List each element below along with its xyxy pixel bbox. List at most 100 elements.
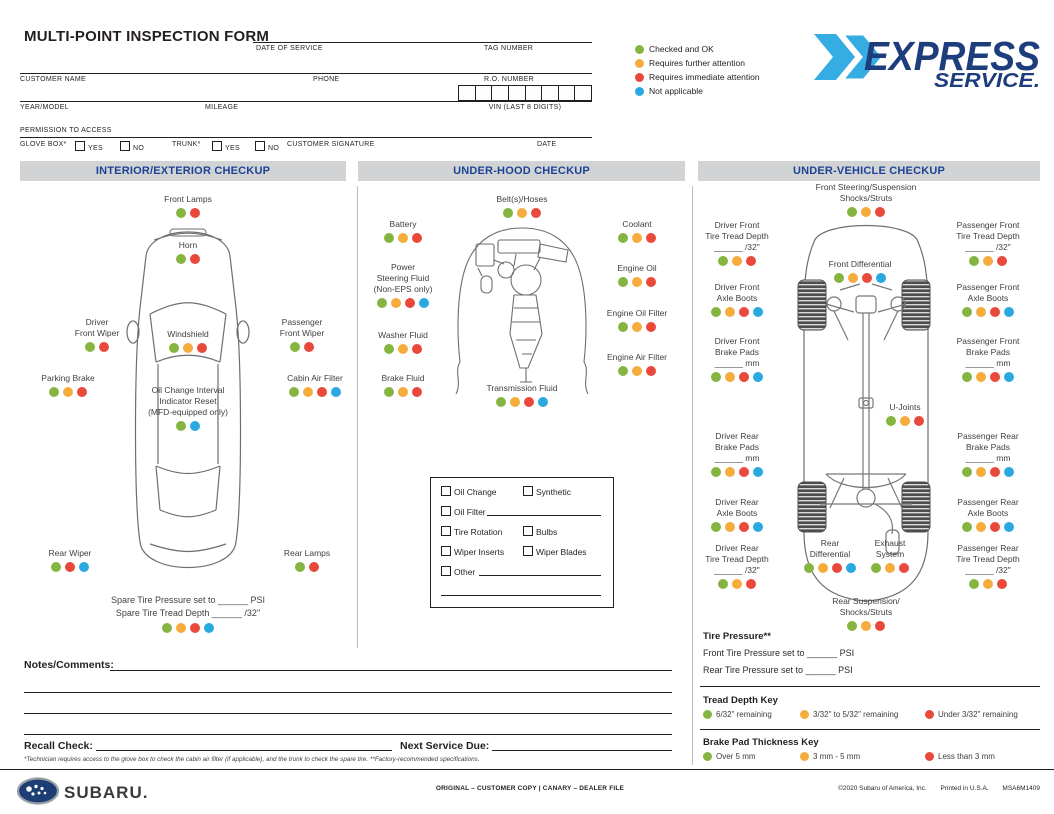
status-dot-red[interactable] bbox=[914, 416, 924, 426]
status-dot-green[interactable] bbox=[503, 208, 513, 218]
vin-cell[interactable] bbox=[524, 85, 542, 101]
status-dot-green[interactable] bbox=[384, 233, 394, 243]
status-dot-red[interactable] bbox=[405, 298, 415, 308]
status-dot-blue[interactable] bbox=[846, 563, 856, 573]
status-dot-yellow[interactable] bbox=[725, 467, 735, 477]
recall-check-field[interactable] bbox=[96, 750, 392, 751]
status-dot-red[interactable] bbox=[412, 387, 422, 397]
status-dot-green[interactable] bbox=[718, 579, 728, 589]
status-dot-red[interactable] bbox=[197, 343, 207, 353]
status-dot-green[interactable] bbox=[847, 621, 857, 631]
status-dot-green[interactable] bbox=[618, 233, 628, 243]
status-dot-red[interactable] bbox=[990, 307, 1000, 317]
wiper-blades-checkbox[interactable] bbox=[523, 546, 533, 556]
status-dot-yellow[interactable] bbox=[976, 372, 986, 382]
vin-cell[interactable] bbox=[541, 85, 558, 101]
bulbs-checkbox[interactable] bbox=[523, 526, 533, 536]
status-dot-yellow[interactable] bbox=[861, 621, 871, 631]
notes-line[interactable] bbox=[24, 713, 672, 714]
status-dot-green[interactable] bbox=[804, 563, 814, 573]
status-dot-red[interactable] bbox=[412, 344, 422, 354]
status-dot-red[interactable] bbox=[875, 207, 885, 217]
status-dot-yellow[interactable] bbox=[176, 623, 186, 633]
notes-line[interactable] bbox=[24, 734, 672, 735]
status-dot-green[interactable] bbox=[834, 273, 844, 283]
date-of-service-field[interactable] bbox=[253, 42, 592, 43]
trunk-yes-checkbox[interactable] bbox=[212, 141, 222, 151]
status-dot-red[interactable] bbox=[412, 233, 422, 243]
status-dot-red[interactable] bbox=[832, 563, 842, 573]
status-dot-red[interactable] bbox=[997, 579, 1007, 589]
status-dot-red[interactable] bbox=[646, 277, 656, 287]
status-dot-blue[interactable] bbox=[1004, 522, 1014, 532]
status-dot-red[interactable] bbox=[304, 342, 314, 352]
status-dot-red[interactable] bbox=[746, 256, 756, 266]
status-dot-blue[interactable] bbox=[190, 421, 200, 431]
tire-rotation-checkbox[interactable] bbox=[441, 526, 451, 536]
status-dot-green[interactable] bbox=[176, 254, 186, 264]
status-dot-yellow[interactable] bbox=[391, 298, 401, 308]
status-dot-yellow[interactable] bbox=[398, 344, 408, 354]
glove-box-no-checkbox[interactable] bbox=[120, 141, 130, 151]
other-field[interactable] bbox=[479, 566, 601, 576]
status-dot-green[interactable] bbox=[176, 421, 186, 431]
status-dot-red[interactable] bbox=[524, 397, 534, 407]
status-dot-green[interactable] bbox=[49, 387, 59, 397]
status-dot-yellow[interactable] bbox=[632, 322, 642, 332]
status-dot-red[interactable] bbox=[646, 366, 656, 376]
status-dot-red[interactable] bbox=[646, 233, 656, 243]
status-dot-green[interactable] bbox=[496, 397, 506, 407]
oil-change-checkbox[interactable] bbox=[441, 486, 451, 496]
status-dot-green[interactable] bbox=[847, 207, 857, 217]
oil-filter-field[interactable] bbox=[487, 506, 601, 516]
status-dot-green[interactable] bbox=[871, 563, 881, 573]
status-dot-green[interactable] bbox=[618, 277, 628, 287]
status-dot-green[interactable] bbox=[711, 307, 721, 317]
status-dot-green[interactable] bbox=[969, 256, 979, 266]
status-dot-green[interactable] bbox=[962, 467, 972, 477]
status-dot-green[interactable] bbox=[711, 522, 721, 532]
status-dot-green[interactable] bbox=[962, 372, 972, 382]
status-dot-blue[interactable] bbox=[538, 397, 548, 407]
status-dot-red[interactable] bbox=[746, 579, 756, 589]
status-dot-green[interactable] bbox=[290, 342, 300, 352]
year-model-field[interactable] bbox=[20, 101, 592, 102]
status-dot-green[interactable] bbox=[295, 562, 305, 572]
status-dot-yellow[interactable] bbox=[398, 387, 408, 397]
vin-cell[interactable] bbox=[507, 85, 525, 101]
glove-box-yes-checkbox[interactable] bbox=[75, 141, 85, 151]
status-dot-red[interactable] bbox=[739, 467, 749, 477]
status-dot-green[interactable] bbox=[85, 342, 95, 352]
status-dot-yellow[interactable] bbox=[983, 579, 993, 589]
status-dot-yellow[interactable] bbox=[183, 343, 193, 353]
other-checkbox[interactable] bbox=[441, 566, 451, 576]
status-dot-red[interactable] bbox=[646, 322, 656, 332]
status-dot-red[interactable] bbox=[739, 372, 749, 382]
next-service-due-field[interactable] bbox=[492, 750, 672, 751]
status-dot-yellow[interactable] bbox=[983, 256, 993, 266]
status-dot-green[interactable] bbox=[384, 344, 394, 354]
status-dot-red[interactable] bbox=[531, 208, 541, 218]
status-dot-yellow[interactable] bbox=[732, 256, 742, 266]
status-dot-red[interactable] bbox=[65, 562, 75, 572]
status-dot-red[interactable] bbox=[99, 342, 109, 352]
status-dot-green[interactable] bbox=[962, 307, 972, 317]
status-dot-red[interactable] bbox=[739, 522, 749, 532]
status-dot-green[interactable] bbox=[711, 467, 721, 477]
trunk-no-checkbox[interactable] bbox=[255, 141, 265, 151]
synthetic-checkbox[interactable] bbox=[523, 486, 533, 496]
status-dot-green[interactable] bbox=[618, 322, 628, 332]
status-dot-red[interactable] bbox=[990, 467, 1000, 477]
status-dot-red[interactable] bbox=[990, 372, 1000, 382]
vin-cell[interactable] bbox=[474, 85, 492, 101]
status-dot-yellow[interactable] bbox=[632, 277, 642, 287]
status-dot-green[interactable] bbox=[618, 366, 628, 376]
status-dot-yellow[interactable] bbox=[976, 307, 986, 317]
status-dot-blue[interactable] bbox=[876, 273, 886, 283]
status-dot-green[interactable] bbox=[711, 372, 721, 382]
status-dot-yellow[interactable] bbox=[885, 563, 895, 573]
status-dot-green[interactable] bbox=[886, 416, 896, 426]
status-dot-yellow[interactable] bbox=[517, 208, 527, 218]
status-dot-yellow[interactable] bbox=[510, 397, 520, 407]
rear-tire-pressure-field[interactable]: Rear Tire Pressure set to ______ PSI bbox=[703, 665, 853, 675]
